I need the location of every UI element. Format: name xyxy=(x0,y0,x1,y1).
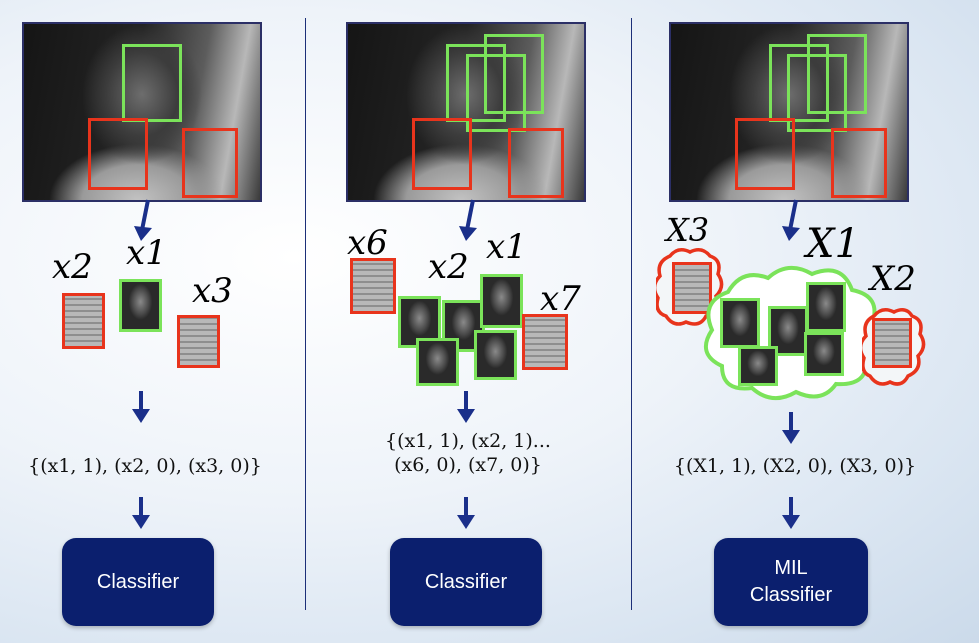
training-set-formula-2: {(x1, 1), (x2, 1)... (x6, 0), (x7, 0)} xyxy=(318,430,618,478)
button-line-2: Classifier xyxy=(749,584,833,606)
negative-box-3a xyxy=(735,118,795,190)
arrow-down-icon xyxy=(132,497,150,529)
label-x6: x6 xyxy=(347,223,388,263)
instance-thumb-bag-x1 xyxy=(804,332,844,376)
label-x1: x1 xyxy=(126,233,167,273)
arrow-down-icon xyxy=(459,199,477,241)
formula-line: (x6, 0), (x7, 0)} xyxy=(394,453,542,476)
instance-thumb-x1 xyxy=(480,274,523,328)
instance-thumb-x2 xyxy=(62,293,105,349)
label-x2: x2 xyxy=(52,247,93,287)
instance-thumb xyxy=(474,330,517,380)
positive-box-2b xyxy=(466,54,526,132)
positive-box-2c xyxy=(484,34,544,114)
positive-box-3b xyxy=(787,54,847,132)
instance-thumb-bag-x1 xyxy=(720,298,760,348)
arrow-down-icon xyxy=(782,497,800,529)
button-line-1: MIL xyxy=(774,557,808,579)
positive-box-2a xyxy=(446,44,506,122)
instance-thumb-x7 xyxy=(522,314,568,370)
label-x1: x1 xyxy=(486,227,527,267)
label-x2: x2 xyxy=(428,247,469,287)
negative-box-2b xyxy=(508,128,564,198)
arrow-down-icon xyxy=(782,199,800,241)
label-X2: X2 xyxy=(870,259,916,299)
instance-thumb-bag-x1 xyxy=(806,282,846,332)
label-x7: x7 xyxy=(540,279,581,319)
negative-box-1b xyxy=(182,128,238,198)
instance-thumb-bag-x1 xyxy=(738,346,778,386)
panel-divider-left xyxy=(305,18,306,610)
instance-thumb-bag-x1 xyxy=(768,306,808,356)
arrow-down-icon xyxy=(782,412,800,444)
positive-box-1 xyxy=(122,44,182,122)
arrow-down-icon xyxy=(457,391,475,423)
negative-box-2a xyxy=(412,118,472,190)
label-X1: X1 xyxy=(806,221,860,267)
arrow-down-icon xyxy=(457,497,475,529)
instance-thumb-x6 xyxy=(350,258,396,314)
mil-classifier-button[interactable]: MIL Classifier xyxy=(714,538,868,626)
classifier-button-1[interactable]: Classifier xyxy=(62,538,214,626)
instance-thumb-x1 xyxy=(119,279,162,332)
training-set-formula-1: {(x1, 1), (x2, 0), (x3, 0)} xyxy=(28,455,262,477)
label-X3: X3 xyxy=(666,211,710,249)
panel-divider-right xyxy=(631,18,632,610)
label-x3: x3 xyxy=(192,271,233,311)
instance-thumb-bag-x3 xyxy=(672,262,712,314)
negative-box-1a xyxy=(88,118,148,190)
classifier-button-2[interactable]: Classifier xyxy=(390,538,542,626)
positive-box-3c xyxy=(807,34,867,114)
instance-thumb-x3 xyxy=(177,315,220,368)
positive-box-3a xyxy=(769,44,829,122)
negative-box-3b xyxy=(831,128,887,198)
instance-thumb-bag-x2 xyxy=(872,318,912,368)
instance-thumb xyxy=(416,338,459,386)
training-set-formula-3: {(X1, 1), (X2, 0), (X3, 0)} xyxy=(673,455,917,477)
video-frame-3 xyxy=(669,22,909,202)
formula-line: {(x1, 1), (x2, 1)... xyxy=(385,430,551,452)
video-frame-2 xyxy=(346,22,586,202)
video-frame-1 xyxy=(22,22,262,202)
arrow-down-icon xyxy=(132,391,150,423)
arrow-down-icon xyxy=(134,199,152,241)
